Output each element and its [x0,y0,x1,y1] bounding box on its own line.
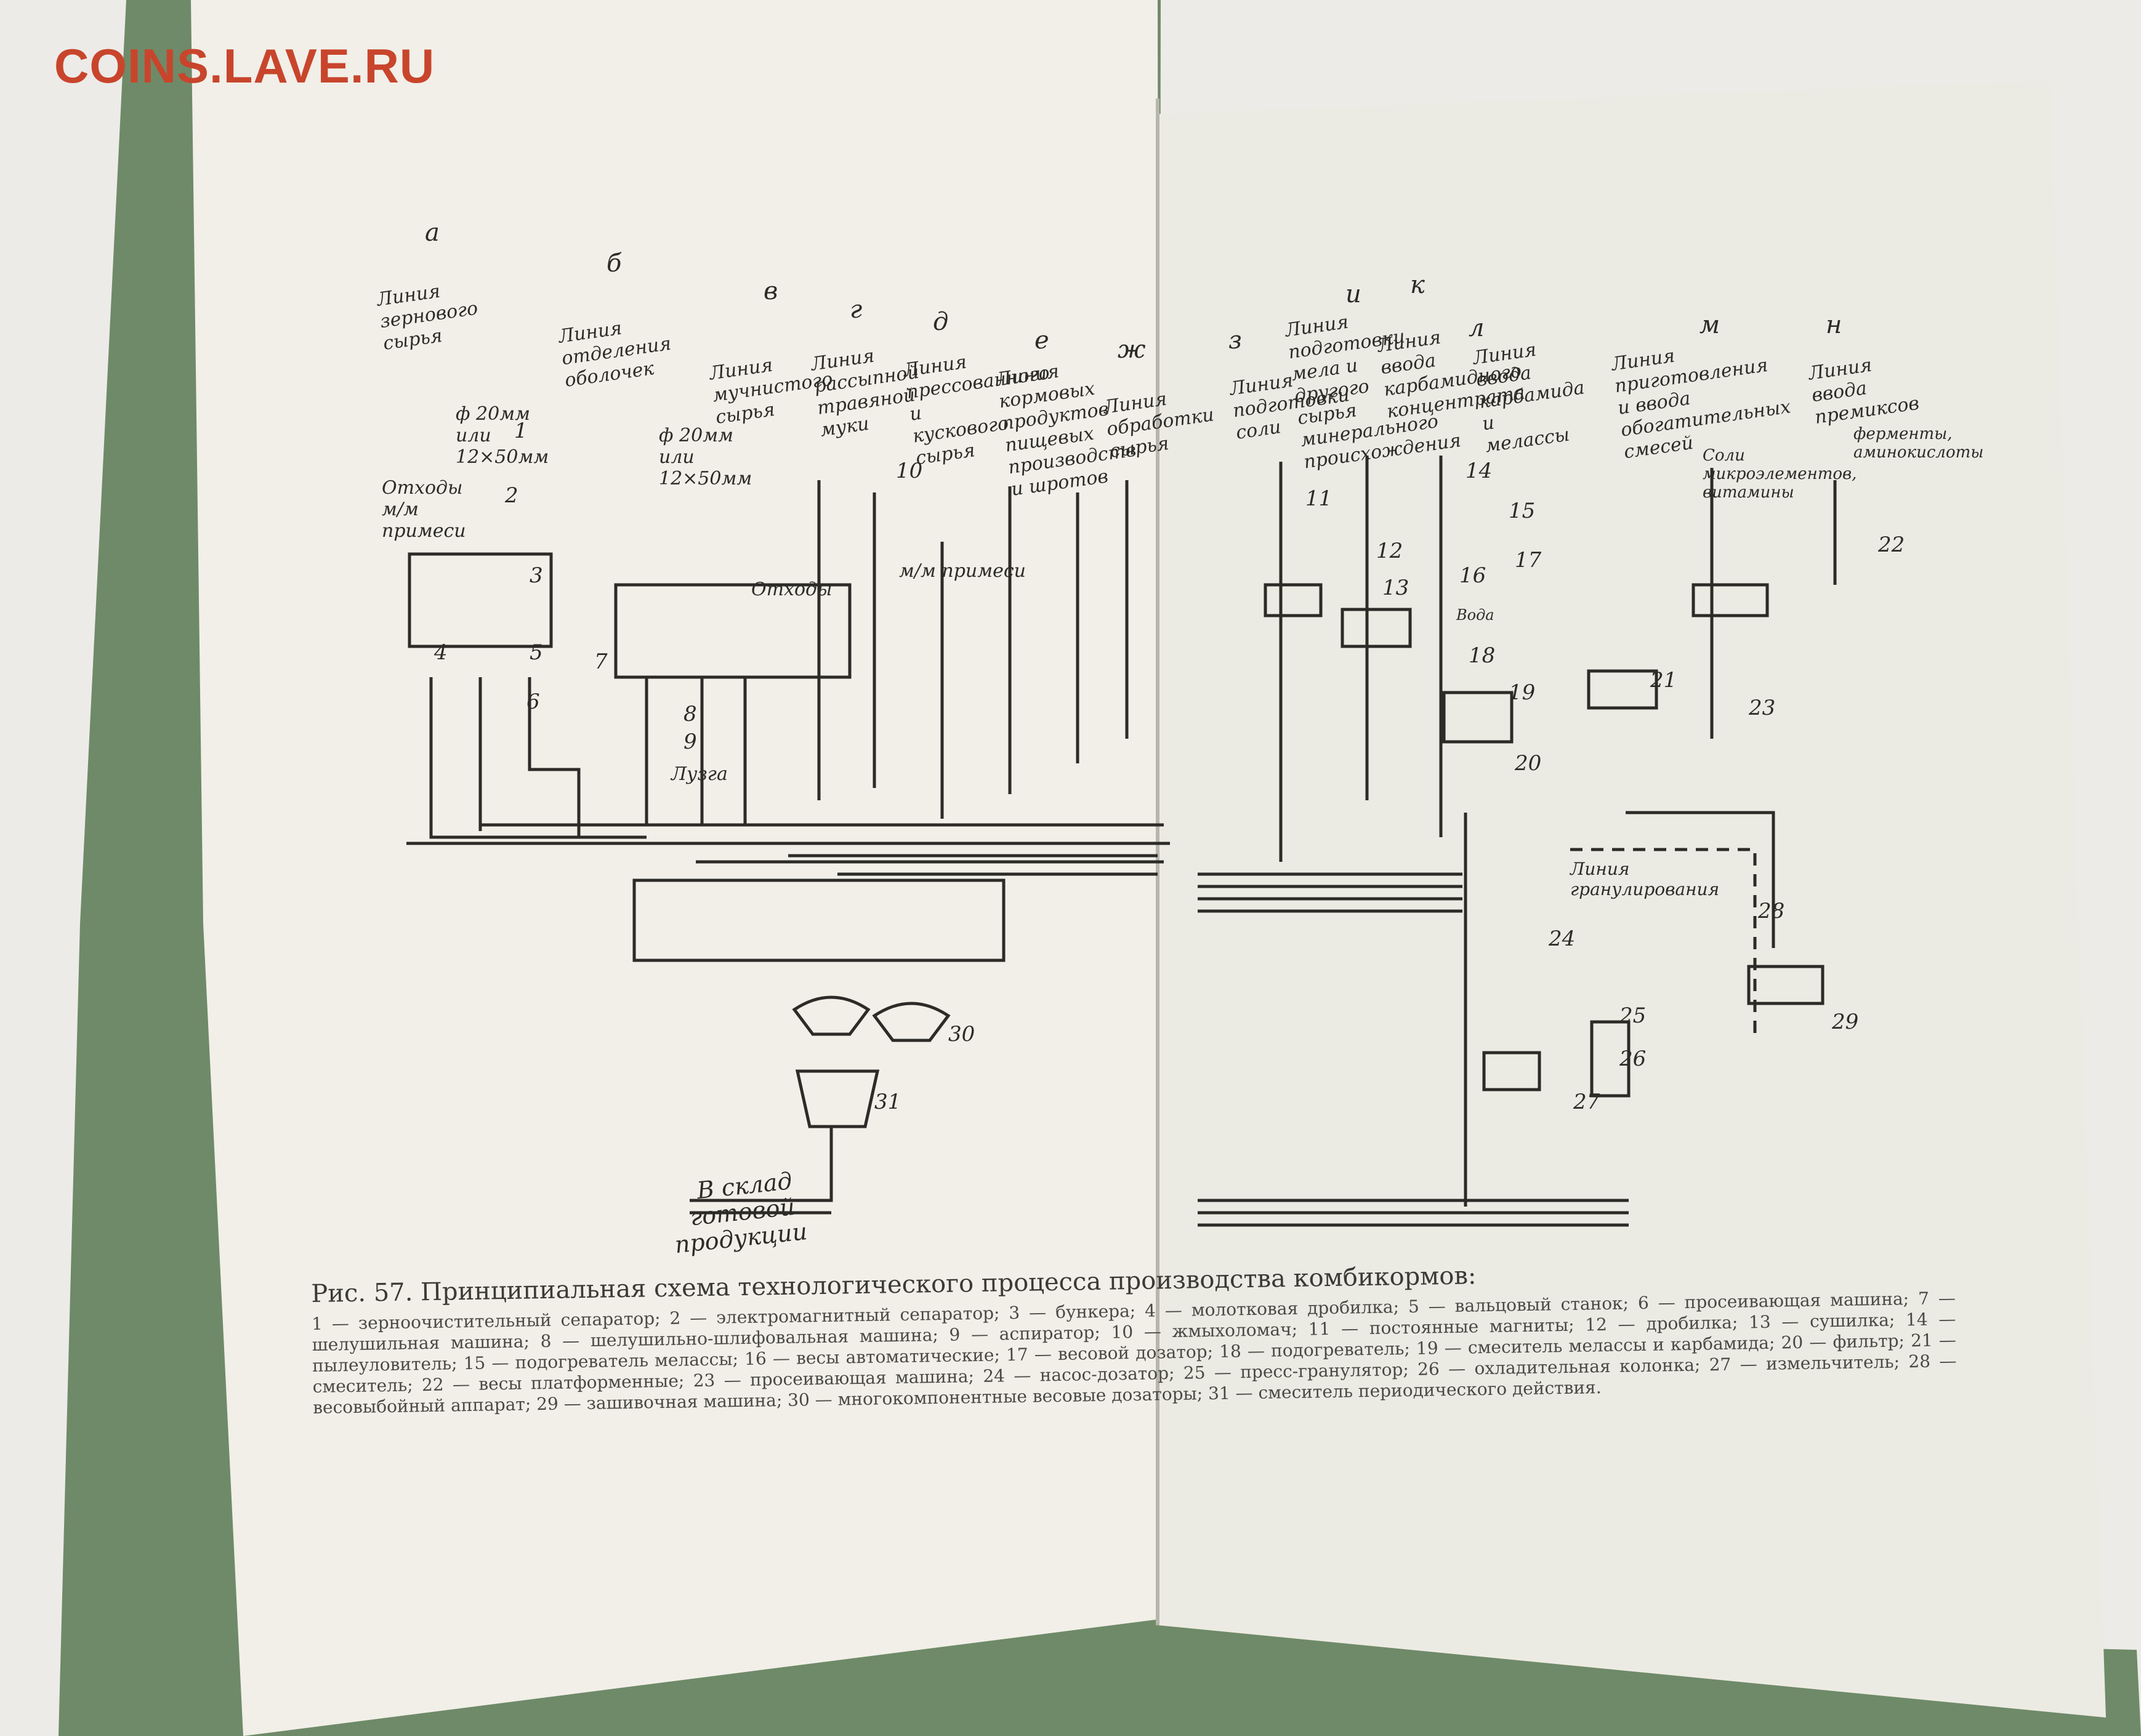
column-letter-d: д [933,308,949,336]
annotation-granulation: Линия гранулирования [1570,859,1720,899]
column-letter-k: к [1410,271,1425,299]
annotation-husk: Лузга [671,763,728,785]
number-8: 8 [683,702,697,726]
left-feed-lines [429,480,1129,839]
column-letter-i: и [1345,280,1361,308]
number-21: 21 [1650,668,1677,693]
sifter-23 [1691,583,1769,617]
number-24: 24 [1549,926,1576,951]
right-page [1158,80,2106,1718]
cooler-block [1482,1051,1541,1091]
collector-lines [406,823,1170,876]
line-label-urea-conc: Линия ввода карбамидного концентрата [1376,326,1526,423]
number-23: 23 [1749,696,1776,720]
column-letter-e: е [1034,326,1049,355]
figure-caption: Рис. 57. Принципиальная схема технологич… [311,1253,1957,1418]
bagging-28-29 [1747,965,1824,1005]
number-29: 29 [1832,1010,1859,1034]
column-letter-m: м [1699,311,1720,339]
column-letter-z: з [1228,326,1242,355]
column-letter-n: н [1826,311,1842,339]
number-30: 30 [948,1022,975,1047]
column-26 [1590,1020,1631,1098]
line-label-urea-molasses: Линия ввода карбамида и мелассы [1472,339,1586,457]
line-label-salt: Линия подготовки соли [1228,369,1351,444]
dosing-bin-row [632,878,1006,962]
number-28: 28 [1758,899,1785,923]
number-1: 1 [514,419,528,443]
number-20: 20 [1515,751,1542,776]
doser-30-left [792,995,871,1036]
number-5: 5 [530,640,543,665]
column-letter-b: б [607,249,622,278]
mixer-19 [1442,691,1514,744]
column-letter-l: л [1469,314,1485,342]
number-22: 22 [1878,532,1905,557]
bin-3 [408,552,553,648]
annotation-output: В склад готовой продукции [673,1167,809,1259]
annotation-mm-impurity: м/м примеси [899,560,1026,582]
watermark: COINS.LAVE.RU [54,39,435,93]
number-12: 12 [1376,539,1403,563]
column-letter-zh: ж [1118,336,1146,364]
right-feed-lines [1279,456,1837,948]
number-15: 15 [1509,499,1536,523]
number-3: 3 [530,563,543,588]
number-4: 4 [434,640,448,665]
magnet-11 [1264,583,1323,617]
line-label-premix: Линия ввода премиксов [1807,354,1921,428]
annotation-waste-mm: Отходы м/м примеси [382,477,466,542]
number-17: 17 [1515,548,1542,573]
number-6: 6 [526,689,540,714]
number-18: 18 [1469,643,1496,668]
mixer-31 [795,1069,880,1128]
left-page [191,0,1161,1736]
line-label-processing: Линия обработки сырья [1102,388,1216,462]
line-label-enrichment: Линия приготовления и ввода обогатительн… [1610,345,1792,464]
number-2: 2 [505,483,518,508]
number-13: 13 [1382,576,1409,600]
number-16: 16 [1459,563,1486,588]
annotation-water: Вода [1456,606,1494,624]
bin-block-b [614,583,852,679]
line-label-grass: Линия рассыпной травяной муки [810,345,921,441]
line-label-flour: Линия мучнистого сырья [708,354,834,428]
crusher-12-13 [1341,608,1412,648]
number-27: 27 [1573,1090,1600,1114]
doser-30-right [872,1002,951,1042]
output-line-left [690,1127,833,1215]
number-25: 25 [1619,1003,1647,1028]
column-letter-v: в [764,277,778,305]
number-9: 9 [683,729,697,754]
number-14: 14 [1466,459,1493,483]
annotation-enzymes: ферменты, аминокислоты [1853,425,1983,462]
number-19: 19 [1509,680,1536,705]
annotation-waste: Отходы [751,579,833,600]
number-10: 10 [896,459,923,483]
column-letter-g: г [850,295,863,324]
flow-scheme [406,456,1837,1227]
mixer-21 [1587,669,1658,710]
annotation-sieve-1: ф 20мм или 12×50мм [456,403,549,468]
column-letter-a: а [425,219,440,247]
number-26: 26 [1619,1047,1647,1071]
number-7: 7 [594,649,608,674]
number-31: 31 [874,1090,901,1114]
right-collector-lines [1198,813,1629,1227]
annotation-salts: Соли микроэлементов, витамины [1703,446,1857,502]
annotation-sieve-2: ф 20мм или 12×50мм [659,425,752,489]
number-11: 11 [1305,486,1333,511]
